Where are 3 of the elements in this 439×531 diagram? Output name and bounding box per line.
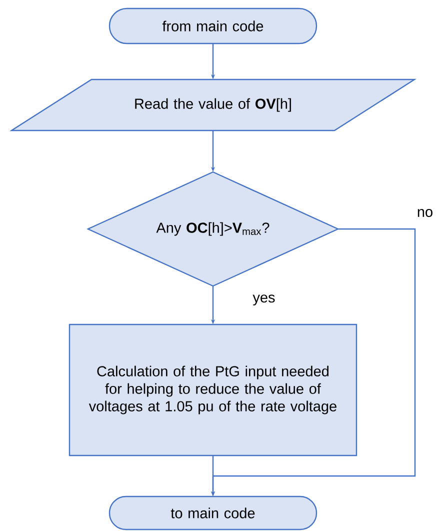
process-box: Calculation of the PtG input needed for helping to reduce the value of voltages at 1.05 pu of the rate voltage — [68, 324, 358, 456]
edge-label: no — [416, 208, 434, 218]
edge-label: yes — [252, 294, 276, 306]
